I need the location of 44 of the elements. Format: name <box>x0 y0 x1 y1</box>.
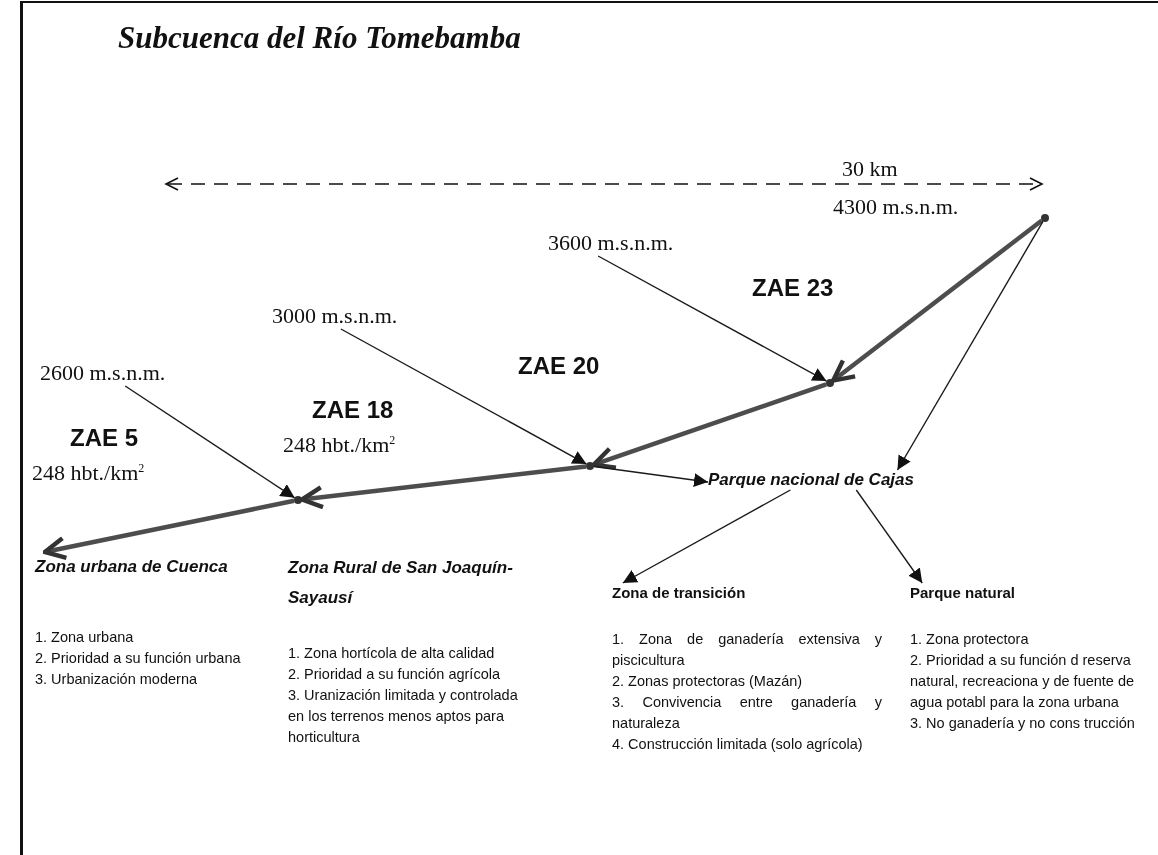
junction-point <box>586 462 594 470</box>
list-item: 3. Convivencia entre ganadería y naturaleza <box>612 693 882 733</box>
arrow <box>597 255 828 382</box>
zone-label: ZAE 23 <box>752 274 834 302</box>
zone-heading: Parque natural <box>910 583 1017 603</box>
list-item: 1. Zona protectora <box>910 630 1030 649</box>
arrow <box>855 489 923 584</box>
altitude-label: 4300 m.s.n.m. <box>833 194 959 220</box>
zone-heading: Zona urbana de Cuenca <box>35 556 229 578</box>
zone-heading: Zona de transición <box>612 583 747 603</box>
arrow <box>622 489 792 584</box>
list-item: 2. Zonas protectoras (Mazán) <box>612 672 804 691</box>
diagram-title: Subcuenca del Río Tomebamba <box>118 20 521 56</box>
list-item: 1. Zona de ganadería extensiva y piscicultura <box>612 630 882 670</box>
altitude-label: 3000 m.s.n.m. <box>272 303 398 329</box>
zone-heading: Zona Rural de San Joaquín-Sayausí <box>288 557 514 609</box>
arrow <box>340 328 588 465</box>
zone-label: ZAE 18 <box>312 396 394 424</box>
arrow <box>593 465 709 488</box>
list-item: 3. Urbanización moderna <box>35 670 198 689</box>
list-item: 2. Prioridad a su función urbana <box>35 649 242 668</box>
river-arrow <box>591 382 827 470</box>
altitude-label: 3600 m.s.n.m. <box>548 230 674 256</box>
list-item: 4. Construcción limitada (solo agrícola) <box>612 735 864 754</box>
zone-label: ZAE 20 <box>518 352 600 380</box>
arrow <box>124 385 296 499</box>
junction-point <box>294 496 302 504</box>
zone-label: ZAE 5 <box>70 424 138 452</box>
river-arrow <box>830 218 1044 383</box>
river-arrow <box>42 498 295 560</box>
list-item: 1. Zona hortícola de alta calidad <box>288 644 496 663</box>
density-label: 248 hbt./km$^{2}$ <box>32 460 145 486</box>
list-item: 2. Prioridad a su función d reserva natural, recreaciona y de fuente de agua potabl para la zona urbana <box>910 651 1136 712</box>
altitude-label: 2600 m.s.n.m. <box>40 360 166 386</box>
list-item: 1. Zona urbana <box>35 628 135 647</box>
river-arrow <box>299 464 587 510</box>
dimension-label: 30 km <box>842 156 898 182</box>
junction-point <box>826 379 834 387</box>
list-item: 2. Prioridad a su función agrícola <box>288 665 501 684</box>
arrow <box>896 220 1044 471</box>
density-label: 248 hbt./km$^{2}$ <box>283 432 396 458</box>
list-item: 3. Uranización limitada y controlada en los terrenos menos aptos para horticultura <box>288 686 519 747</box>
list-item: 3. No ganadería y no cons trucción <box>910 714 1136 733</box>
zone-heading: Parque nacional de Cajas <box>708 470 914 490</box>
